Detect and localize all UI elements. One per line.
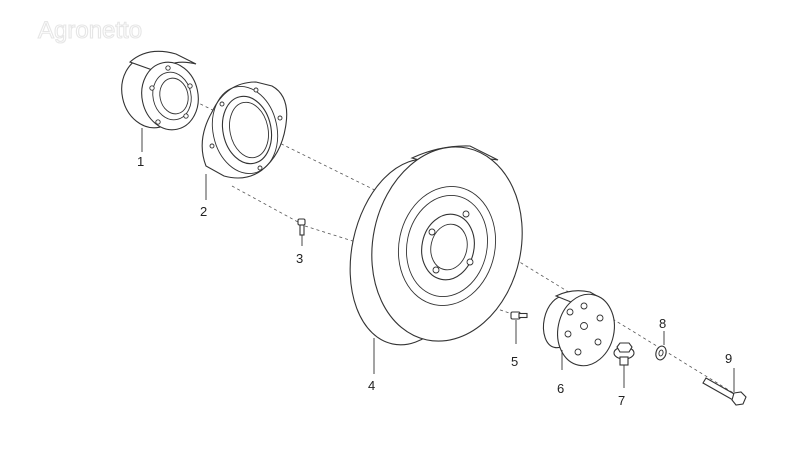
callout-label-9: 9 xyxy=(725,351,732,366)
part-5-short-bolt xyxy=(510,311,528,320)
part-6-pulley xyxy=(542,290,615,367)
callout-label-1: 1 xyxy=(137,154,144,169)
callout-label-5: 5 xyxy=(511,354,518,369)
callout-label-6: 6 xyxy=(557,381,564,396)
part-4-flywheel xyxy=(349,145,523,346)
watermark-text: Agronetto xyxy=(38,17,142,44)
callout-label-3: 3 xyxy=(296,251,303,266)
callout-label-2: 2 xyxy=(200,204,207,219)
part-7-flange-bolt xyxy=(613,342,635,366)
callout-label-4: 4 xyxy=(368,378,375,393)
part-2-flange-plate xyxy=(201,81,288,179)
part-3-pin xyxy=(297,218,306,236)
part-1-hub-ring xyxy=(121,50,199,131)
part-9-long-bolt xyxy=(702,377,747,406)
callout-label-7: 7 xyxy=(618,393,625,408)
part-8-washer xyxy=(655,345,667,361)
callout-label-8: 8 xyxy=(659,316,666,331)
